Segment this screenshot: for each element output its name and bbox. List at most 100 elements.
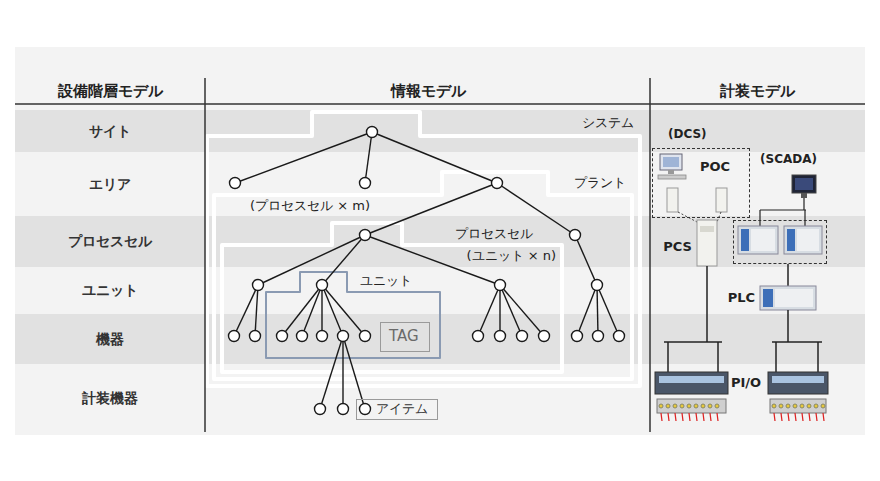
hierarchy-level: サイト xyxy=(15,123,205,139)
tree-node-circle xyxy=(315,404,326,415)
terminal-block xyxy=(715,404,719,408)
outline-path xyxy=(207,112,640,386)
terminal-block xyxy=(675,413,676,421)
column-heading: 情報モデル xyxy=(391,83,466,100)
pio-module xyxy=(772,376,824,383)
terminal-block xyxy=(710,413,711,421)
model-outline: TAGユニットプロセスセル(ユニット × n)プラント(プロセスセル × m) xyxy=(214,172,632,379)
io-bus xyxy=(717,342,719,372)
tree-branch xyxy=(597,285,598,336)
terminal-block xyxy=(800,404,804,408)
dcs-cabinet xyxy=(667,188,678,212)
tree-node-circle xyxy=(230,178,241,189)
terminal-block xyxy=(821,404,825,408)
label-slot: プロセスセル xyxy=(455,227,533,242)
hierarchy-level: プロセスセル xyxy=(15,233,205,249)
label-slot: PLC xyxy=(728,291,755,306)
plc-rack xyxy=(760,286,816,310)
device-label: (SCADA) xyxy=(760,153,817,167)
terminal-block xyxy=(814,404,818,408)
device-name: PLC xyxy=(728,291,755,306)
terminal-block xyxy=(774,413,775,421)
dcs-cabinet xyxy=(667,188,727,212)
label-slot: POC xyxy=(700,160,730,175)
outline-label: プラント xyxy=(574,176,626,191)
tree-node-circle xyxy=(473,331,484,342)
tree-node-circle xyxy=(229,331,240,342)
terminal-block xyxy=(703,413,704,421)
tree-node-circle xyxy=(495,280,506,291)
pio-module xyxy=(659,376,724,383)
tree-node-circle xyxy=(572,331,583,342)
grid-line xyxy=(204,78,206,432)
terminal-block xyxy=(689,413,690,421)
outline-label: システム xyxy=(582,116,634,131)
plc-rack xyxy=(741,229,749,251)
label-slot: システム xyxy=(582,116,634,131)
terminal-block xyxy=(661,413,662,421)
outline-label: (ユニット × n) xyxy=(466,249,556,264)
pcs-cabinet xyxy=(697,220,717,266)
terminal-block xyxy=(708,404,712,408)
poc-workstation xyxy=(660,154,682,170)
io-bus xyxy=(664,341,722,343)
terminal-block xyxy=(673,404,677,408)
box-label: TAG xyxy=(389,328,419,345)
box-label: アイテム xyxy=(376,402,428,417)
label-slot: 設備階層モデル xyxy=(58,83,163,100)
terminal-block xyxy=(696,413,697,421)
terminal-block xyxy=(680,404,684,408)
band-label-cell: エリア xyxy=(15,176,205,192)
device-group: (SCADA) xyxy=(733,152,827,264)
column-heading: 設備階層モデル xyxy=(58,83,163,100)
terminal-block xyxy=(807,404,811,408)
pio-module xyxy=(657,399,726,413)
terminal-block xyxy=(659,404,663,408)
device-label: POC xyxy=(700,160,730,175)
label-slot: プラント xyxy=(574,176,626,191)
tree-node-circle xyxy=(517,331,528,342)
label-slot: PCS xyxy=(663,240,692,255)
scada-monitor xyxy=(801,193,807,198)
dashed-frame xyxy=(733,220,827,264)
plc-rack xyxy=(751,229,775,251)
tree-node-circle xyxy=(360,178,371,189)
pio-module xyxy=(655,372,828,413)
tree-node-circle xyxy=(297,331,308,342)
scada-monitor xyxy=(759,210,760,226)
tree-node-circle xyxy=(250,331,261,342)
plc-rack xyxy=(787,264,789,286)
poc-workstation xyxy=(668,170,674,174)
terminal-block xyxy=(788,413,789,421)
label-slot: PI/O xyxy=(731,376,761,391)
tree-node-circle xyxy=(570,230,581,241)
scada-monitor xyxy=(760,209,806,210)
tree-node-circle xyxy=(495,331,506,342)
tree-node-circle xyxy=(317,331,328,342)
model-box: TAG xyxy=(380,322,430,352)
tree-node-circle xyxy=(614,331,625,342)
label-slot: (SCADA) xyxy=(760,153,817,167)
tree-node-circle xyxy=(593,331,604,342)
poc-workstation xyxy=(663,157,679,167)
terminal-block xyxy=(793,404,797,408)
outline-label: (プロセスセル × m) xyxy=(250,199,370,214)
device-group: (DCS)POC xyxy=(652,126,750,218)
band-label-cell: プロセスセル xyxy=(15,233,205,249)
scada-monitor xyxy=(804,210,805,226)
terminal-block xyxy=(795,413,796,421)
terminal-block xyxy=(779,404,783,408)
grid-line xyxy=(649,78,651,432)
terminal-block xyxy=(786,404,790,408)
hierarchy-level: 機器 xyxy=(15,331,205,347)
tree-branch xyxy=(321,285,322,336)
outline-path xyxy=(214,172,632,379)
tree-node-circle xyxy=(360,404,371,415)
outline-path xyxy=(222,223,562,372)
terminal-block xyxy=(823,413,824,421)
outline-shape xyxy=(222,223,562,372)
plc-rack xyxy=(738,226,778,254)
terminal-block xyxy=(701,404,705,408)
model-box: アイテム xyxy=(356,399,438,420)
